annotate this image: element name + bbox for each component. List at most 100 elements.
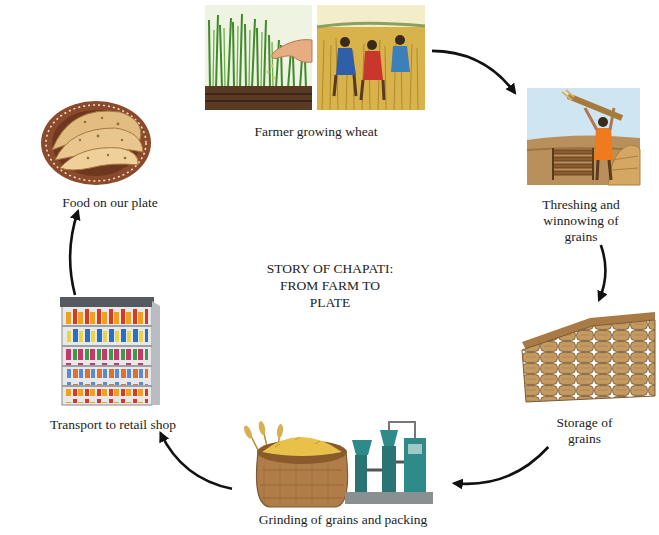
stage-label: Grinding of grains and packing (236, 512, 451, 528)
threshing-picture-part (553, 148, 593, 180)
threshing-picture-part-part (553, 164, 593, 168)
mill-picture-part (380, 430, 398, 446)
sowing-picture-part-part (300, 58, 302, 88)
sowing-picture-part-part (237, 26, 238, 88)
flow-arrow (599, 245, 605, 300)
plate-picture-part-part (87, 157, 90, 160)
plate-picture (41, 101, 151, 185)
plate-picture-part (79, 117, 126, 160)
sowing-picture-part (273, 77, 276, 80)
mill-picture-part (367, 462, 404, 470)
sowing-picture-part (272, 40, 312, 63)
flow-arrow (70, 211, 78, 295)
harvest-picture-part (322, 38, 418, 110)
threshing-picture-part (553, 150, 593, 175)
sowing-picture-part (205, 5, 312, 110)
plate-picture-part-part (84, 121, 87, 124)
plate-picture-part (41, 101, 151, 185)
flow-arrow (454, 447, 548, 484)
plate-picture-part (46, 105, 146, 181)
threshing-picture-part (608, 145, 640, 185)
sowing-picture-part-part (261, 32, 262, 88)
plate-picture-part-part (101, 117, 103, 119)
threshing-picture-part (594, 128, 613, 160)
harvest-picture-part (391, 46, 410, 72)
sowing-picture-part (205, 86, 312, 110)
sowing-picture-part (267, 71, 270, 74)
shelf-picture-part (152, 301, 160, 405)
threshing-picture-part (527, 135, 640, 185)
threshing-picture-part (527, 88, 640, 185)
sowing-picture-part (205, 94, 312, 101)
mill-picture-part (389, 422, 415, 438)
sacks-picture-part (522, 320, 655, 402)
plate-picture-part-part (124, 157, 127, 160)
sowing-picture (205, 5, 312, 110)
harvest-picture-part-part (330, 45, 331, 110)
label-block: Food on our plate (35, 195, 185, 211)
threshing-picture-part (597, 160, 611, 180)
harvest-picture-part (395, 35, 405, 45)
shelf-picture-part (66, 369, 148, 386)
mill-picture-part-part (242, 424, 253, 439)
stage-node: Storage of grains (512, 300, 657, 447)
plate-picture-part (60, 148, 138, 170)
shelf-picture-part (62, 326, 152, 386)
flow-arrow (161, 433, 233, 489)
harvest-picture-part-part (410, 44, 412, 110)
threshing-picture (527, 88, 640, 185)
stage-label: Threshing and winnowing of grains (531, 197, 631, 245)
sowing-picture-part-part (220, 25, 222, 88)
mill-picture-part-part (258, 421, 267, 436)
harvest-picture-part-part (417, 48, 418, 110)
sowing-picture-part-part (257, 28, 258, 88)
mill-picture-part-part (276, 424, 284, 439)
stage-label: Food on our plate (35, 195, 185, 211)
sowing-picture-part-part (305, 60, 306, 88)
threshing-picture-part (562, 90, 574, 100)
plate-picture-part-part (107, 154, 109, 156)
mill-picture-part (262, 437, 342, 456)
stage-label: Farmer growing wheat (211, 124, 421, 140)
sowing-picture-part (213, 26, 273, 88)
harvest-picture-part-part (322, 40, 324, 110)
shelf-picture-part (66, 349, 148, 366)
mill-picture-part (352, 440, 372, 455)
sowing-picture-part-part (269, 35, 270, 88)
sowing-picture-part-part (224, 28, 225, 88)
mill-picture-part (355, 455, 367, 492)
stage-label: Transport to retail shop (21, 417, 206, 433)
label-block: Transport to retail shop (21, 417, 206, 433)
stage-node: Farmer growing wheat (200, 3, 432, 140)
mill-picture (242, 421, 433, 507)
mill-picture-part (264, 464, 328, 507)
harvest-picture (317, 5, 425, 110)
shelf-picture-part (60, 297, 154, 307)
threshing-picture-part-part (553, 150, 593, 154)
shelf-picture-part (66, 389, 148, 403)
sowing-picture-part-part (233, 22, 234, 88)
shelf-picture-part (62, 301, 152, 405)
shelf-picture-part (66, 329, 148, 346)
harvest-picture-part (363, 51, 383, 80)
diagram-title: STORY OF CHAPATI: FROM FARM TO PLATE (263, 260, 397, 311)
stage-node: Threshing and winnowing of grains (515, 85, 647, 245)
sowing-picture-part-part (228, 18, 231, 88)
label-block: Grinding of grains and packing (236, 512, 451, 528)
harvest-picture-part (334, 75, 384, 100)
threshing-picture-part (568, 96, 622, 118)
shelf-picture-part (66, 309, 148, 326)
harvest-picture-part (317, 23, 425, 27)
threshing-picture-part (598, 117, 608, 127)
sowing-picture-part-part (216, 15, 218, 88)
sowing-picture-part (271, 65, 274, 68)
threshing-picture-part-part (553, 157, 593, 161)
label-block: Storage of grains (544, 415, 626, 447)
harvest-picture-part (317, 5, 425, 27)
sowing-picture-part-part (293, 55, 294, 88)
harvest-picture-part (336, 48, 356, 75)
mill-picture-part (345, 492, 433, 504)
threshing-picture-part-part (553, 171, 593, 175)
sowing-picture-part-part (249, 30, 250, 88)
